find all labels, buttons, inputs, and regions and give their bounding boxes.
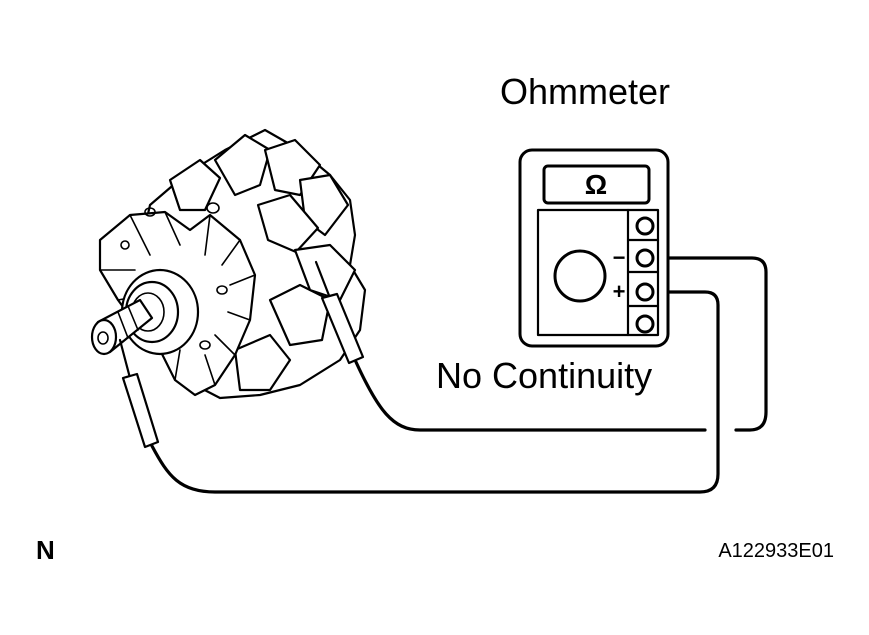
positive-terminal-label: + [613, 279, 626, 304]
ohmmeter [518, 148, 670, 348]
figure-code: A122933E01 [718, 540, 834, 562]
alternator-rotor [90, 128, 367, 400]
terminal-jack-4 [635, 314, 655, 334]
terminal-jack-negative [635, 248, 655, 268]
lead-wire-positive [150, 290, 720, 494]
test-probe-right [314, 260, 365, 365]
ohm-display-window [542, 164, 651, 205]
lead-wire-negative [354, 360, 707, 432]
terminal-jack-positive [635, 282, 655, 302]
continuity-result-label: No Continuity [436, 355, 652, 396]
negative-terminal-label: − [613, 245, 626, 270]
test-probe-left [118, 338, 160, 449]
lead-wire-negative-return [659, 256, 768, 432]
ohm-symbol: Ω [585, 169, 607, 200]
meter-title: Ohmmeter [500, 71, 670, 112]
terminal-jack-1 [635, 216, 655, 236]
corner-letter: N [36, 535, 55, 565]
selector-dial [553, 249, 607, 303]
